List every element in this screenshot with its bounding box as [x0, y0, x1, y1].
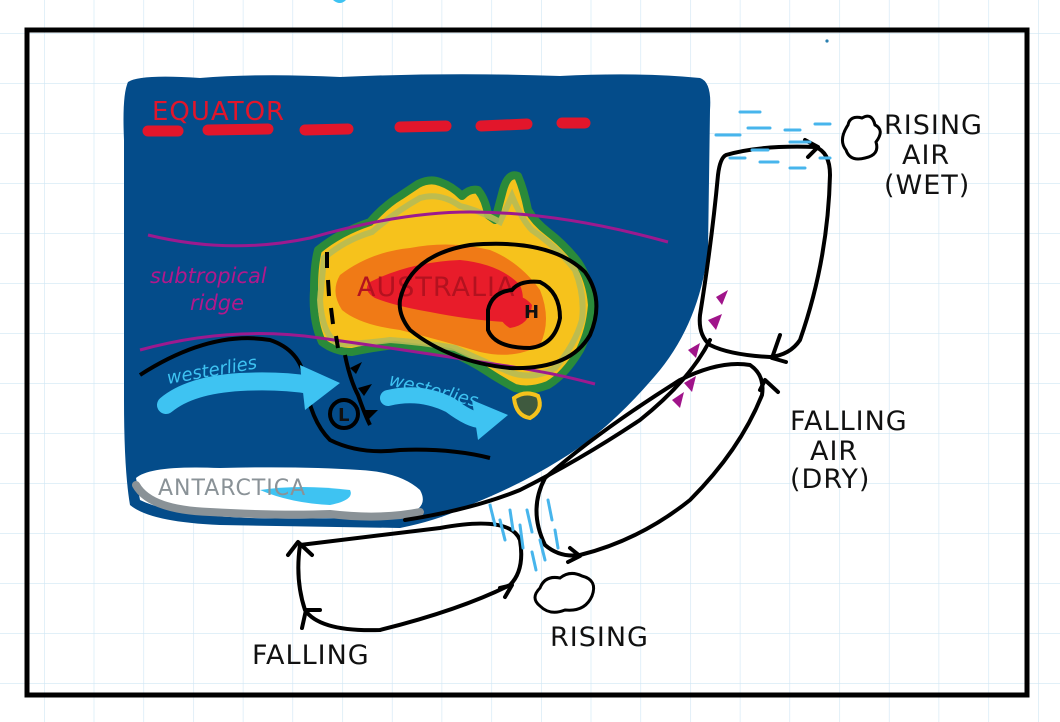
australia-continent: AUSTRALIA	[309, 171, 596, 421]
stray-mark	[333, 0, 346, 3]
circulation-cells	[286, 138, 832, 633]
antarctica-label: ANTARCTICA	[158, 476, 306, 501]
equator-label: EQUATOR	[152, 97, 285, 127]
moisture-dashes	[488, 110, 832, 572]
label-falling-bottom: FALLING	[252, 640, 370, 671]
ridge-label-line1: subtropical	[150, 264, 267, 288]
pressure-systems	[138, 241, 599, 460]
label-rising-air-wet-2: AIR	[902, 140, 950, 171]
antarctica: ANTARCTICA	[132, 467, 424, 521]
convergence-arrows	[672, 290, 728, 408]
subtropical-ridge: subtropical ridge	[139, 210, 669, 386]
australia-label: AUSTRALIA	[357, 272, 515, 303]
circulation-labels: RISING AIR (WET) FALLING AIR (DRY) FALLI…	[252, 110, 983, 671]
high-pressure-symbol: H	[524, 302, 539, 323]
low-pressure-symbol: L	[338, 405, 349, 426]
diagram-frame	[24, 27, 1030, 698]
cloud-bottom	[533, 571, 596, 614]
cell-top-right	[697, 144, 832, 359]
equator-line: EQUATOR	[142, 97, 591, 137]
label-rising-air-wet-3: (WET)	[884, 170, 970, 201]
label-falling-air-dry-2: AIR	[810, 436, 858, 467]
label-rising-air-wet-1: RISING	[884, 110, 983, 141]
ridge-label-line2: ridge	[190, 291, 244, 315]
label-falling-air-dry-1: FALLING	[790, 406, 908, 437]
label-falling-air-dry-3: (DRY)	[790, 464, 870, 495]
stray-dot	[825, 39, 829, 43]
cold-front-teeth	[350, 362, 378, 420]
cloud-top-right	[841, 114, 882, 161]
label-rising-bottom: RISING	[550, 622, 649, 653]
